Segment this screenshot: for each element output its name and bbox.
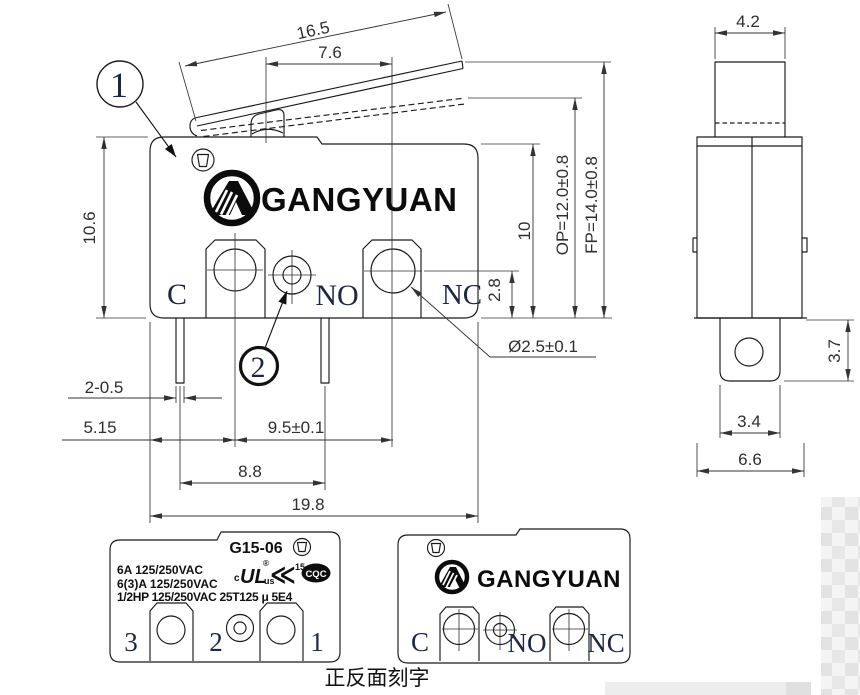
- watermark-region: [605, 497, 860, 695]
- brand-text: GANGYUAN: [477, 566, 621, 593]
- switch-body-outline: [149, 136, 479, 319]
- dim-top-height: 10: [515, 222, 534, 241]
- watermark-bottom-block: [786, 682, 811, 695]
- side-terminal: [719, 318, 781, 382]
- terminal-no-label: NO: [315, 279, 358, 312]
- pin-2-label: 2: [209, 627, 223, 657]
- dim-leg-thickness: 2-0.5: [85, 378, 124, 397]
- model-number: G15-06: [229, 540, 282, 557]
- svg-text:us: us: [264, 576, 275, 586]
- front-view-dimensions: 16.5 7.6 10.6 2-0.5 5.15 9.5±0.1 8.8 19.…: [62, 3, 612, 523]
- dim-fp: FP=14.0±0.8: [582, 156, 601, 254]
- dim-body-width: 19.8: [291, 495, 324, 514]
- side-view: 4.2 3.7 3.4 6.6: [692, 12, 854, 477]
- terminal-nc-label: NC: [587, 628, 625, 658]
- side-bosses: [692, 237, 808, 253]
- dim-op: OP=12.0±0.8: [553, 155, 572, 256]
- side-body: [696, 136, 803, 319]
- balloon-1-leader: [135, 101, 177, 158]
- balloon-1: 1: [96, 60, 177, 158]
- ul-mark-icon: c UL ® us: [234, 559, 275, 588]
- svg-text:≪: ≪: [270, 560, 296, 589]
- gangyuan-logo-icon: [203, 169, 261, 227]
- lever-arm: [189, 60, 466, 138]
- dim-hole-dia: Ø2.5±0.1: [508, 337, 578, 356]
- balloon-2: 2: [238, 290, 288, 387]
- dim-lever-overhang: 7.6: [318, 43, 342, 62]
- back-marking-view: G15-06 6A 125/250VAC 6(3)A 125/250VAC 1/…: [109, 531, 341, 663]
- side-plunger: [714, 61, 786, 137]
- dim-leg-pitch: 8.8: [238, 462, 262, 481]
- svg-text:®: ®: [263, 559, 269, 568]
- terminal-no-label: NO: [508, 628, 547, 658]
- mold-mark-icon: [292, 537, 312, 557]
- dim-hole-pitch: 9.5±0.1: [268, 418, 325, 437]
- front-marking-view: GANGYUAN C NO NC: [397, 528, 631, 664]
- svg-text:UL: UL: [240, 566, 267, 588]
- back-body-outline: [109, 531, 341, 663]
- lever-pressed-position: [200, 97, 466, 138]
- watermark-right-strip: [821, 497, 860, 695]
- terminal-nc-label: NC: [442, 279, 482, 311]
- svg-text:15: 15: [295, 562, 305, 572]
- front-view: GANGYUAN C NO NC: [149, 57, 482, 447]
- terminal-holes: [207, 57, 422, 447]
- rating-line-3: 1/2HP 125/250VAC 25T125 μ 5E4: [117, 590, 293, 604]
- caption-text: 正反面刻字: [325, 666, 430, 690]
- k-mark-icon: ≪ 15: [270, 560, 305, 589]
- plunger: [250, 109, 285, 137]
- side-terminal-hole: [734, 337, 764, 367]
- balloon-2-leader: [264, 290, 288, 349]
- front-label-body-outline: [397, 528, 631, 664]
- cqc-mark-icon: CQC: [301, 563, 331, 583]
- balloon-2-number: 2: [251, 351, 266, 384]
- svg-text:CQC: CQC: [305, 569, 326, 580]
- mold-mark-icon: [191, 148, 215, 172]
- terminal-tabs: [205, 239, 422, 318]
- front-label-terminal-tabs: [439, 606, 590, 661]
- mold-mark-icon: [426, 538, 446, 558]
- dim-hole-to-base: 2.8: [485, 278, 504, 302]
- watermark-bottom-strip: [605, 682, 811, 695]
- rating-line-1: 6A 125/250VAC: [117, 563, 203, 577]
- terminal-c-label: C: [167, 278, 187, 311]
- terminal-c-label: C: [411, 627, 429, 657]
- rating-line-2: 6(3)A 125/250VAC: [117, 577, 218, 591]
- dim-edge-to-hole: 5.15: [83, 418, 116, 437]
- pin-1-label: 1: [310, 627, 324, 657]
- pin-3-label: 3: [124, 627, 138, 657]
- dim-terminal-height: 3.7: [825, 339, 844, 363]
- gangyuan-logo-icon: [434, 559, 470, 595]
- dim-terminal-width: 3.4: [737, 412, 761, 431]
- brand-text: GANGYUAN: [261, 181, 458, 218]
- dim-lever-length: 16.5: [295, 18, 331, 44]
- dim-body-height: 10.6: [80, 211, 99, 244]
- svg-text:c: c: [234, 573, 240, 584]
- dim-body-depth: 6.6: [738, 450, 762, 469]
- back-terminal-tabs: [149, 602, 304, 661]
- balloon-1-number: 1: [110, 65, 128, 105]
- dim-button-width: 4.2: [736, 12, 760, 31]
- solder-legs: [175, 318, 330, 384]
